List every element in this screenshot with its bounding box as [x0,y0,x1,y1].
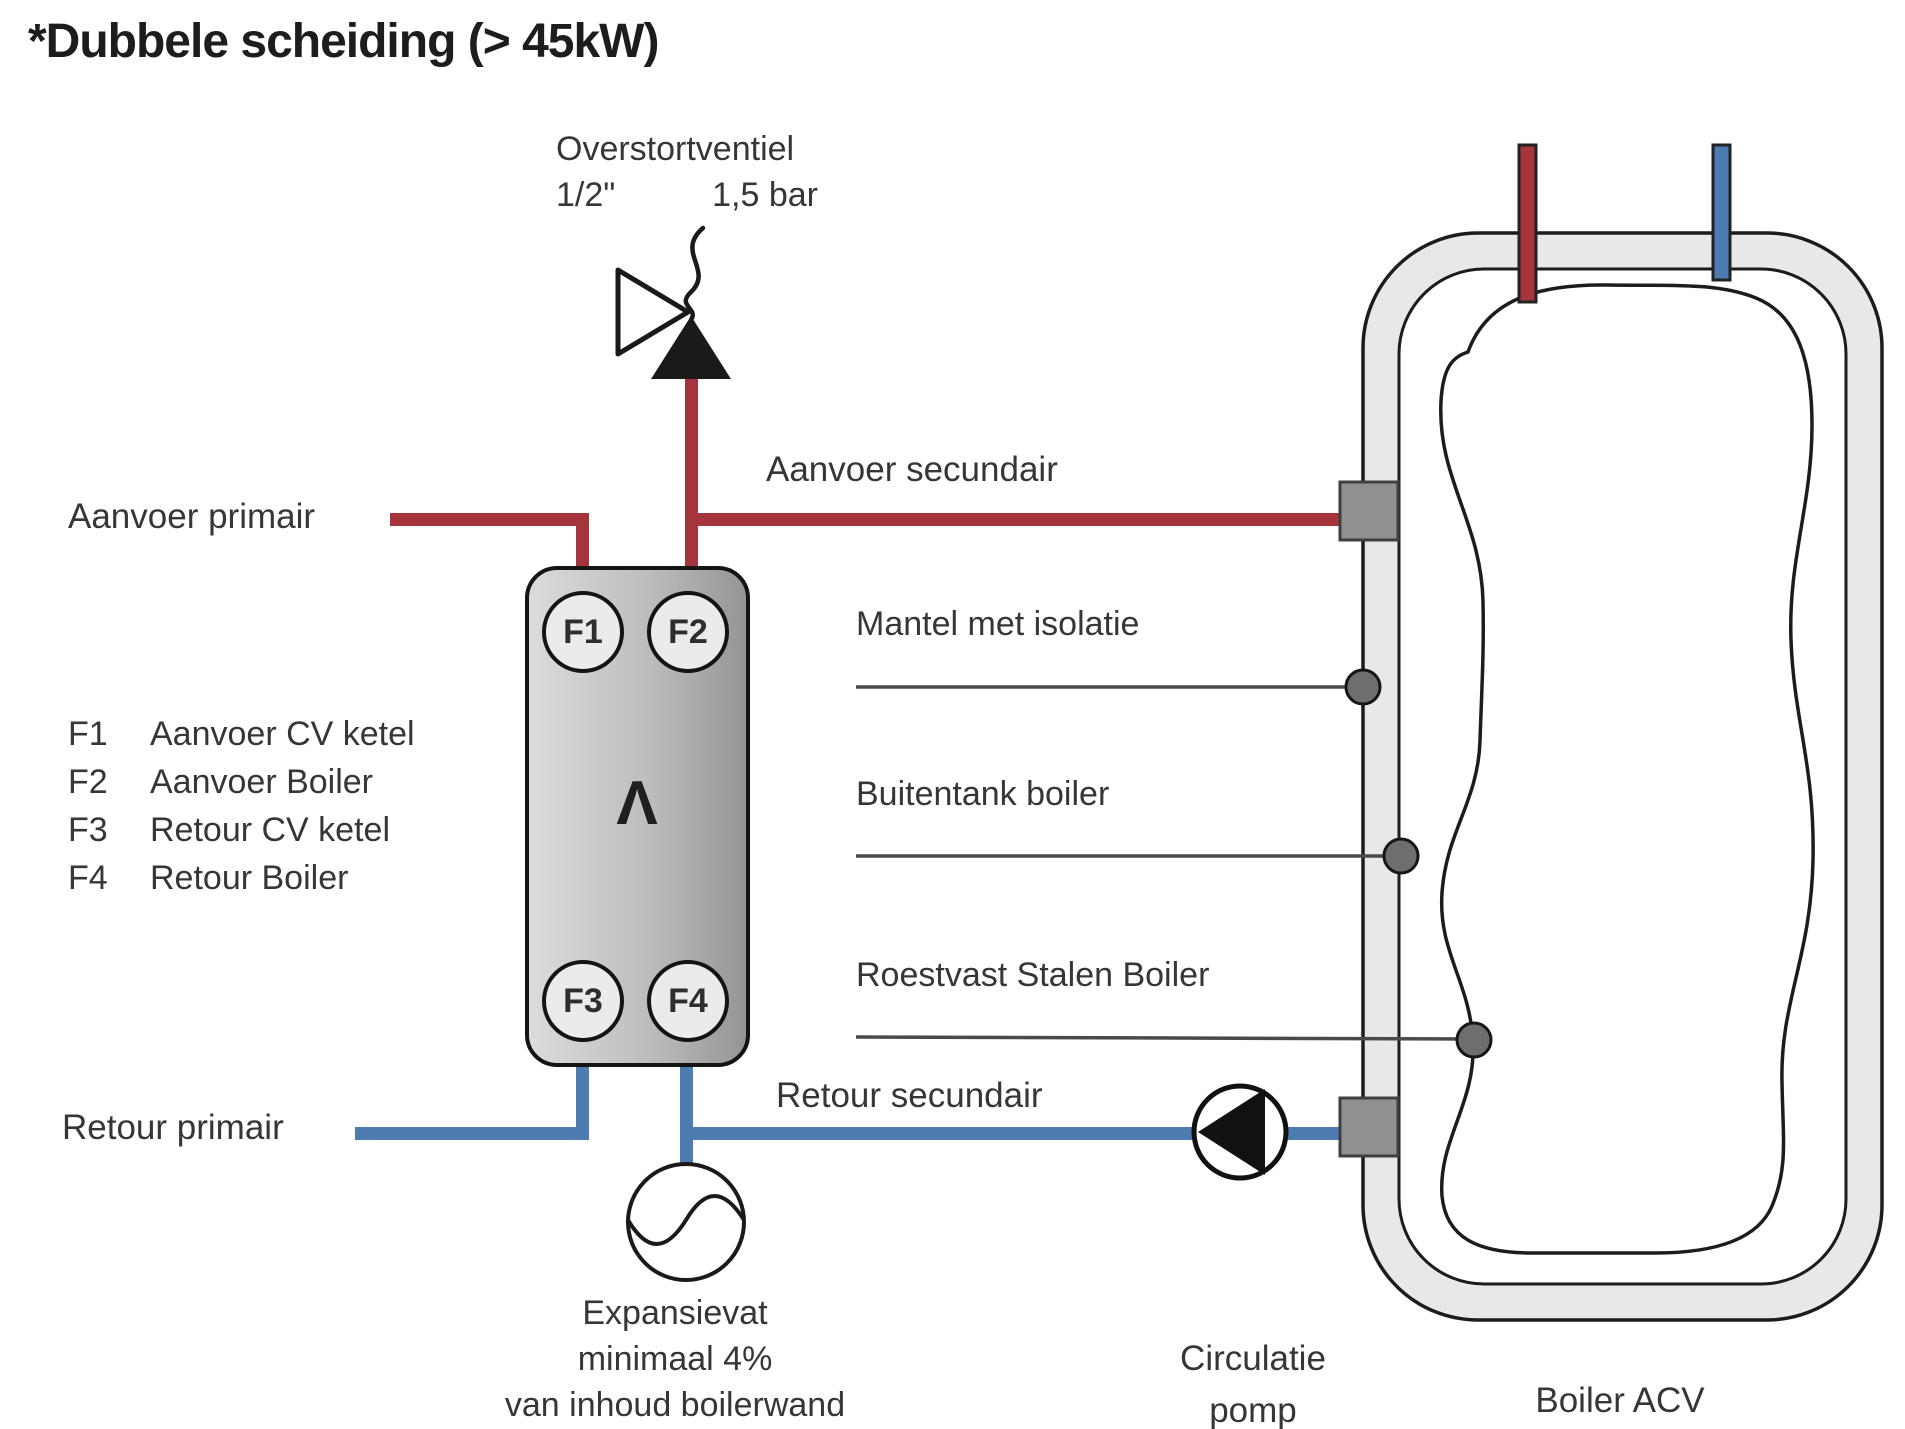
valve-spring-squiggle [683,225,706,323]
callout-label-mantel: Mantel met isolatie [856,605,1140,643]
pipe-aanvoer-primair-horizontal [390,513,589,526]
pipework [355,372,1346,1166]
callout-dot-buitentank [1382,837,1420,875]
pipe-label-retour-secundair: Retour secundair [776,1076,1043,1115]
legend-key-f1: F1 [68,715,108,753]
heat-exchanger-symbol: Λ [616,769,658,838]
expansion-vessel-line1: Expansievat [582,1294,768,1332]
callout-dots [1344,668,1493,1059]
port-f2-circle [647,591,729,673]
relief-valve-pressure: 1,5 bar [712,176,818,214]
pipe-aanvoer-secundair [685,513,1345,526]
legend-key-f4: F4 [68,859,108,897]
port-legend: F1 Aanvoer CV ketel F2 Aanvoer Boiler F3… [68,710,415,902]
legend-label-f4: Retour Boiler [150,859,349,897]
diagram-title: *Dubbele scheiding (> 45kW) [28,15,659,68]
relief-valve-label: Overstortventiel [556,130,795,168]
port-label-f2: F2 [668,612,708,651]
heat-exchanger [525,566,750,1067]
relief-valve-icon [615,225,731,379]
boiler-fitting-supply [1338,480,1400,542]
relief-valve-size: 1/2" [556,176,616,214]
circulation-pump-line1: Circulatie [1180,1339,1326,1378]
valve-seat-triangle [651,316,731,379]
legend-row-f4: F4 Retour Boiler [68,854,415,902]
pump-impeller-triangle [1198,1089,1265,1175]
circulation-pump-icon [1191,1083,1289,1181]
boiler-fitting-return [1338,1096,1400,1158]
circulation-pump-line2: pomp [1209,1391,1297,1429]
port-label-f1: F1 [563,612,603,651]
port-f4-circle [647,960,729,1042]
callout-label-buitentank: Buitentank boiler [856,775,1110,813]
legend-row-f1: F1 Aanvoer CV ketel [68,710,415,758]
boiler-tank [1361,143,1884,1322]
legend-label-f1: Aanvoer CV ketel [150,715,415,753]
callout-line-roestvast [855,1035,1475,1041]
expansion-vessel-label: Expansievat minimaal 4% van inhoud boile… [420,1290,930,1428]
relief-valve-specs: 1/2" 1,5 bar [556,176,818,215]
expansion-vessel-icon [626,1162,746,1282]
expansion-vessel-membrane [626,1194,746,1246]
pipe-label-aanvoer-secundair: Aanvoer secundair [766,450,1058,489]
heat-exchanger-body [525,566,750,1067]
legend-key-f2: F2 [68,763,108,801]
boiler-top-cold-pipe [1711,143,1732,282]
legend-row-f2: F2 Aanvoer Boiler [68,758,415,806]
legend-key-f3: F3 [68,811,108,849]
expansion-vessel-line3: van inhoud boilerwand [504,1386,846,1424]
callout-leaders [855,685,1475,1041]
legend-label-f3: Retour CV ketel [150,811,390,849]
port-f3-circle [542,960,624,1042]
port-f1-circle [542,591,624,673]
callout-dot-mantel [1344,668,1382,706]
callout-label-roestvast: Roestvast Stalen Boiler [856,956,1210,994]
pipe-retour-primair-horizontal [355,1127,589,1140]
pipe-valve-riser [685,372,698,602]
pipe-label-aanvoer-primair: Aanvoer primair [68,497,316,536]
boiler-name-label: Boiler ACV [1535,1381,1705,1420]
boiler-inner-stainless-tank [1439,283,1815,1255]
expansion-vessel-line2: minimaal 4% [577,1340,773,1378]
port-label-f4: F4 [668,981,708,1020]
circulation-pump-label: Circulatie pomp [1128,1333,1378,1429]
legend-row-f3: F3 Retour CV ketel [68,806,415,854]
legend-label-f2: Aanvoer Boiler [150,763,374,801]
boiler-top-hot-pipe [1517,143,1538,304]
pipe-label-retour-primair: Retour primair [62,1108,284,1147]
callout-dot-roestvast [1455,1021,1493,1059]
port-label-f3: F3 [563,981,603,1020]
valve-body-triangle [615,267,691,357]
pipe-retour-secundair-horizontal [680,1127,1346,1140]
